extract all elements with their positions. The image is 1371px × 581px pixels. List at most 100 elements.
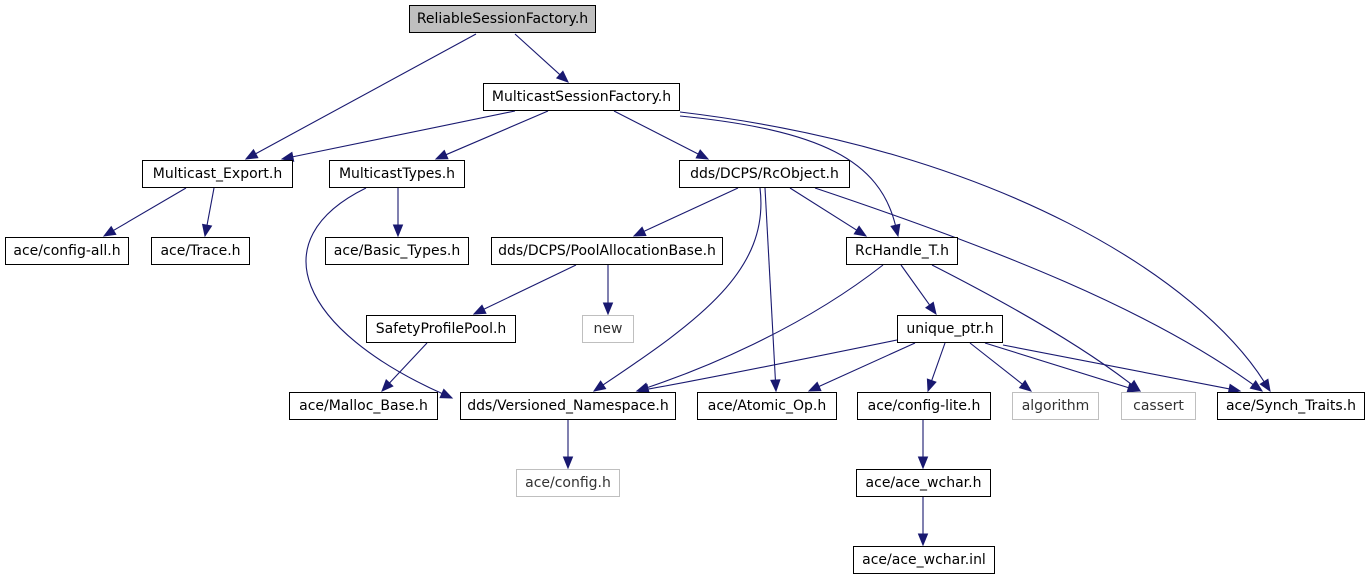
edge-arrowhead bbox=[472, 304, 487, 315]
node-label: ace/ace_wchar.h bbox=[865, 475, 982, 491]
edge-rc-object-to-versioned-namespace bbox=[592, 187, 762, 392]
node-basic-types[interactable]: ace/Basic_Types.h bbox=[325, 237, 469, 265]
edge-arrowhead bbox=[592, 380, 607, 392]
edge-arrowhead bbox=[917, 533, 929, 547]
edge-rc-handle-to-unique-ptr bbox=[900, 264, 937, 316]
edge-arrowhead bbox=[853, 225, 868, 237]
edge-arrowhead bbox=[1249, 380, 1264, 392]
node-trace[interactable]: ace/Trace.h bbox=[151, 237, 250, 265]
node-label: ace/config-all.h bbox=[13, 243, 121, 259]
node-ace-wchar-inl[interactable]: ace/ace_wchar.inl bbox=[853, 546, 995, 574]
edge-line bbox=[646, 264, 884, 389]
edge-rc-object-to-synch-traits bbox=[814, 187, 1264, 392]
edge-reliable-session-factory-to-multicast-export bbox=[244, 33, 477, 160]
node-versioned-namespace[interactable]: dds/Versioned_Namespace.h bbox=[460, 392, 676, 420]
node-label: ace/Atomic_Op.h bbox=[707, 398, 827, 414]
edge-line bbox=[789, 187, 858, 232]
node-label: RcHandle_T.h bbox=[854, 243, 949, 259]
edge-arrowhead bbox=[632, 226, 647, 237]
node-label: ace/Basic_Types.h bbox=[333, 243, 461, 259]
edge-config-lite-to-ace-wchar bbox=[917, 420, 929, 470]
edge-arrowhead bbox=[434, 149, 449, 160]
node-label: cassert bbox=[1133, 398, 1184, 414]
node-label: ace/Malloc_Base.h bbox=[299, 398, 428, 414]
edge-arrowhead bbox=[555, 70, 569, 83]
edge-line bbox=[254, 33, 477, 155]
edge-line bbox=[984, 342, 1130, 389]
edge-multicast-session-factory-to-synch-traits bbox=[679, 111, 1271, 393]
node-label: ace/Synch_Traits.h bbox=[1225, 398, 1357, 414]
edge-line bbox=[814, 187, 1255, 386]
edge-line bbox=[482, 264, 577, 311]
edge-arrowhead bbox=[917, 456, 929, 470]
node-multicast-session-factory[interactable]: MulticastSessionFactory.h bbox=[483, 83, 680, 111]
edge-line bbox=[388, 342, 428, 385]
node-unique-ptr[interactable]: unique_ptr.h bbox=[897, 315, 1003, 343]
edge-multicast-types-to-basic-types bbox=[392, 188, 404, 238]
edge-arrowhead bbox=[890, 223, 901, 238]
node-label: dds/Versioned_Namespace.h bbox=[467, 398, 669, 414]
node-safety-profile-pool[interactable]: SafetyProfilePool.h bbox=[366, 315, 516, 343]
node-pool-allocation-base[interactable]: dds/DCPS/PoolAllocationBase.h bbox=[491, 237, 723, 265]
edge-multicast-session-factory-to-multicast-export bbox=[280, 110, 516, 162]
edge-rc-object-to-rc-handle bbox=[789, 187, 868, 237]
edge-rc-object-to-pool-allocation-base bbox=[632, 187, 739, 237]
edge-arrowhead bbox=[807, 381, 822, 392]
node-label: Multicast_Export.h bbox=[152, 166, 283, 182]
edge-line bbox=[642, 187, 739, 233]
node-atomic-op[interactable]: ace/Atomic_Op.h bbox=[697, 392, 837, 420]
edge-arrowhead bbox=[925, 301, 937, 316]
node-label: unique_ptr.h bbox=[906, 321, 994, 337]
edge-arrowhead bbox=[392, 224, 404, 238]
edge-arrowhead bbox=[602, 302, 614, 316]
edge-rc-handle-to-versioned-namespace bbox=[635, 264, 884, 393]
node-cassert: cassert bbox=[1121, 392, 1196, 420]
edge-line bbox=[646, 339, 898, 390]
node-label: ReliableSessionFactory.h bbox=[416, 11, 589, 27]
edge-arrowhead bbox=[244, 148, 259, 160]
edge-line bbox=[817, 342, 916, 388]
node-malloc-base[interactable]: ace/Malloc_Base.h bbox=[289, 392, 438, 420]
node-reliable-session-factory: ReliableSessionFactory.h bbox=[409, 5, 596, 33]
node-multicast-types[interactable]: MulticastTypes.h bbox=[329, 160, 465, 188]
edge-arrowhead bbox=[102, 225, 117, 237]
edge-unique-ptr-to-algorithm bbox=[969, 342, 1033, 392]
edge-arrowhead bbox=[1018, 379, 1033, 392]
node-label: new bbox=[593, 321, 623, 337]
edge-unique-ptr-to-atomic-op bbox=[807, 342, 916, 392]
node-config-all[interactable]: ace/config-all.h bbox=[5, 237, 129, 265]
edge-line bbox=[900, 264, 931, 307]
edge-reliable-session-factory-to-multicast-session-factory bbox=[514, 33, 569, 83]
edge-unique-ptr-to-config-lite bbox=[926, 342, 946, 393]
edge-arrowhead bbox=[770, 379, 781, 393]
edge-line bbox=[514, 33, 561, 76]
node-label: ace/config-lite.h bbox=[867, 398, 981, 414]
node-rc-handle[interactable]: RcHandle_T.h bbox=[846, 237, 958, 265]
edge-line bbox=[206, 187, 215, 227]
node-new: new bbox=[582, 315, 634, 343]
edge-ace-wchar-to-ace-wchar-inl bbox=[917, 497, 929, 547]
edge-line bbox=[930, 342, 946, 382]
node-multicast-export[interactable]: Multicast_Export.h bbox=[142, 160, 293, 188]
edge-arrowhead bbox=[695, 149, 710, 160]
edge-unique-ptr-to-cassert bbox=[984, 342, 1141, 393]
edge-safety-profile-pool-to-malloc-base bbox=[381, 342, 428, 392]
node-synch-traits[interactable]: ace/Synch_Traits.h bbox=[1217, 392, 1365, 420]
edge-multicast-session-factory-to-rc-handle bbox=[679, 115, 901, 238]
edge-unique-ptr-to-versioned-namespace bbox=[635, 339, 898, 395]
node-ace-wchar[interactable]: ace/ace_wchar.h bbox=[856, 469, 991, 497]
edge-arrowhead bbox=[439, 388, 454, 399]
edge-line bbox=[444, 110, 549, 156]
node-label: ace/Trace.h bbox=[160, 243, 241, 259]
edge-arrowhead bbox=[1259, 378, 1271, 393]
node-rc-object[interactable]: dds/DCPS/RcObject.h bbox=[679, 160, 850, 188]
node-config-lite[interactable]: ace/config-lite.h bbox=[857, 392, 991, 420]
node-label: ace/ace_wchar.inl bbox=[862, 552, 986, 568]
edge-arrowhead bbox=[381, 379, 394, 392]
edge-arrowhead bbox=[1126, 382, 1141, 393]
edge-arrowhead bbox=[926, 378, 937, 393]
node-label: MulticastTypes.h bbox=[338, 166, 456, 182]
edge-line bbox=[969, 342, 1024, 386]
